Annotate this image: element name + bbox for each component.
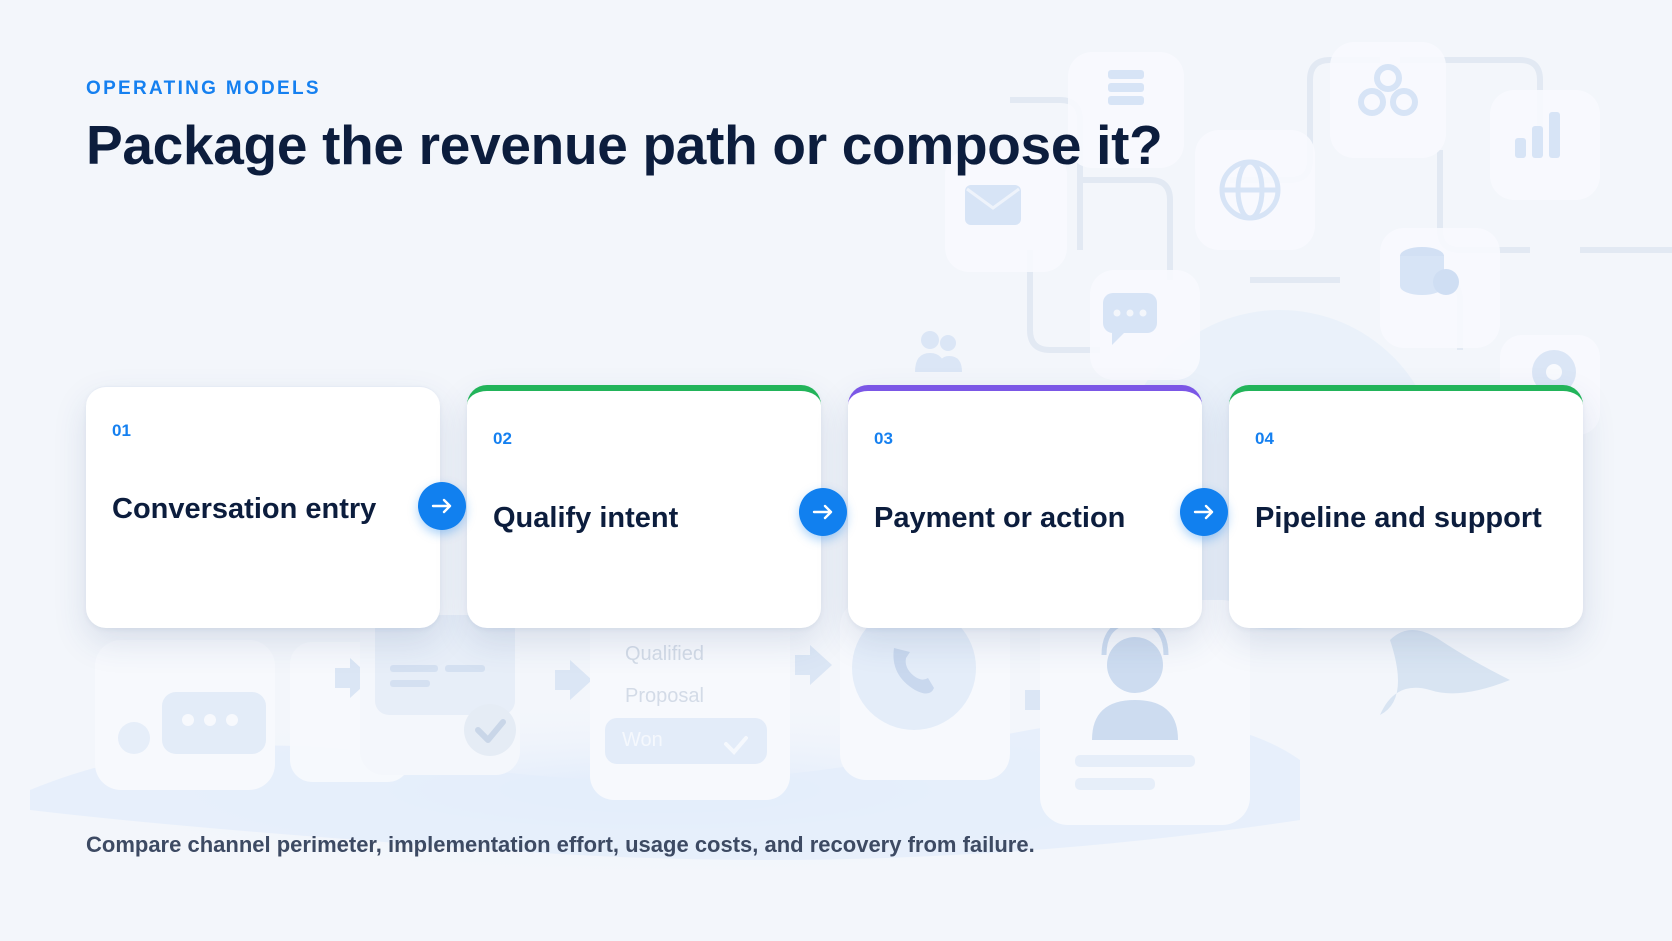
- step-card-2: 02 Qualify intent: [467, 385, 821, 628]
- check-icon: [475, 719, 506, 743]
- chat-icon: [1103, 293, 1157, 345]
- svg-text:Qualified: Qualified: [625, 643, 704, 665]
- step-label: Conversation entry: [112, 493, 377, 525]
- step-label: Pipeline and support: [1255, 502, 1542, 534]
- svg-text:Won: Won: [622, 729, 663, 751]
- arrow-right-icon: [431, 498, 452, 514]
- step-card-4: 04 Pipeline and support: [1229, 385, 1583, 628]
- step-label: Qualify intent: [493, 502, 679, 534]
- phone-icon: [893, 648, 934, 694]
- chat-bubble-icon: [162, 692, 266, 754]
- next-arrow-button-1: [418, 482, 466, 530]
- arrow-right-icon: [1193, 504, 1214, 520]
- section-eyebrow: OPERATING MODELS: [86, 78, 321, 99]
- step-number: 01: [112, 421, 131, 440]
- step-card-3: 03 Payment or action: [848, 385, 1202, 628]
- arrow-icon: [335, 658, 372, 698]
- step-label: Payment or action: [874, 502, 1126, 534]
- webhook-icon: [1358, 64, 1418, 116]
- step-card-1: 01 Conversation entry: [86, 386, 440, 628]
- svg-text:Proposal: Proposal: [625, 685, 704, 707]
- users-icon: [915, 331, 962, 372]
- gear-icon: [1532, 350, 1576, 394]
- page-title: Package the revenue path or compose it?: [86, 114, 1163, 176]
- bar-chart-icon: [1515, 112, 1560, 158]
- mail-icon: [965, 185, 1021, 225]
- step-number: 02: [493, 429, 512, 448]
- footer-caption: Compare channel perimeter, implementatio…: [86, 832, 1035, 857]
- arrow-right-icon: [812, 504, 833, 520]
- step-number: 04: [1255, 429, 1274, 448]
- database-icon: [1400, 247, 1459, 295]
- globe-icon: [1219, 159, 1281, 221]
- next-arrow-button-2: [799, 488, 847, 536]
- step-number: 03: [874, 429, 893, 448]
- next-arrow-button-3: [1180, 488, 1228, 536]
- list-icon: [1108, 70, 1144, 105]
